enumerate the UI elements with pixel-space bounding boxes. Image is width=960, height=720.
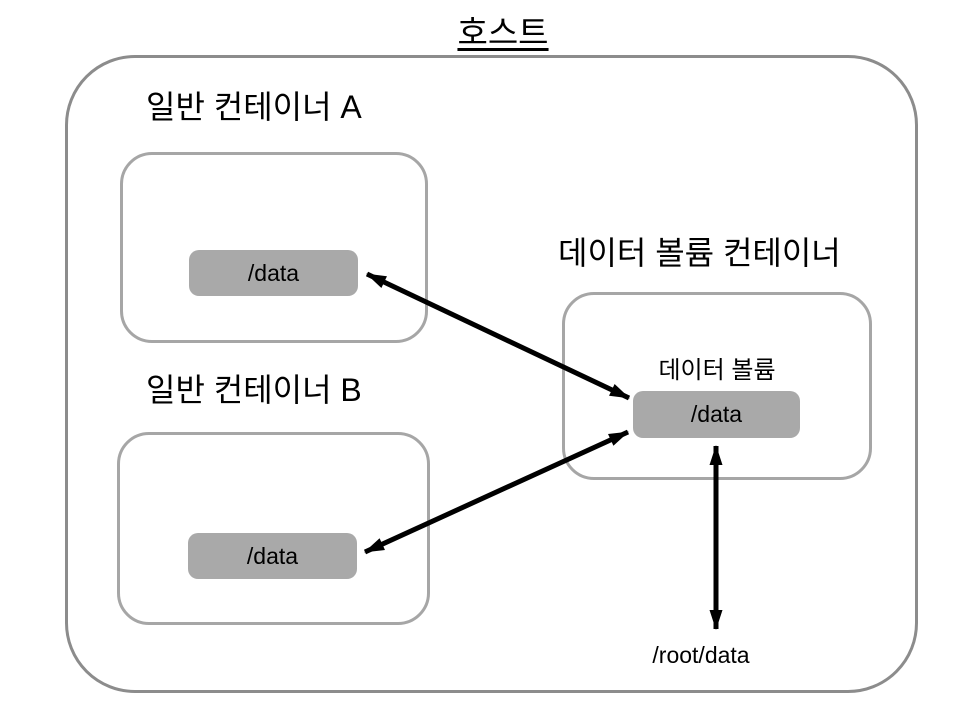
container-b-label: 일반 컨테이너 B xyxy=(146,372,362,408)
container-b-box xyxy=(117,432,430,625)
container-a-data-volume-box: /data xyxy=(189,250,358,296)
container-a-label: 일반 컨테이너 A xyxy=(146,89,362,125)
container-b-data-volume-box: /data xyxy=(188,533,357,579)
data-volume-container-label: 데이터 볼륨 컨테이너 xyxy=(558,235,841,271)
host-boundary-box xyxy=(65,55,918,693)
host-title: 호스트 xyxy=(457,14,549,51)
container-a-box xyxy=(120,152,428,343)
data-volume-data-box: /data xyxy=(633,391,800,438)
host-root-data-label: /root/data xyxy=(652,642,750,668)
data-volume-container-box xyxy=(562,292,872,480)
data-volume-inner-label: 데이터 볼륨 xyxy=(658,357,776,384)
